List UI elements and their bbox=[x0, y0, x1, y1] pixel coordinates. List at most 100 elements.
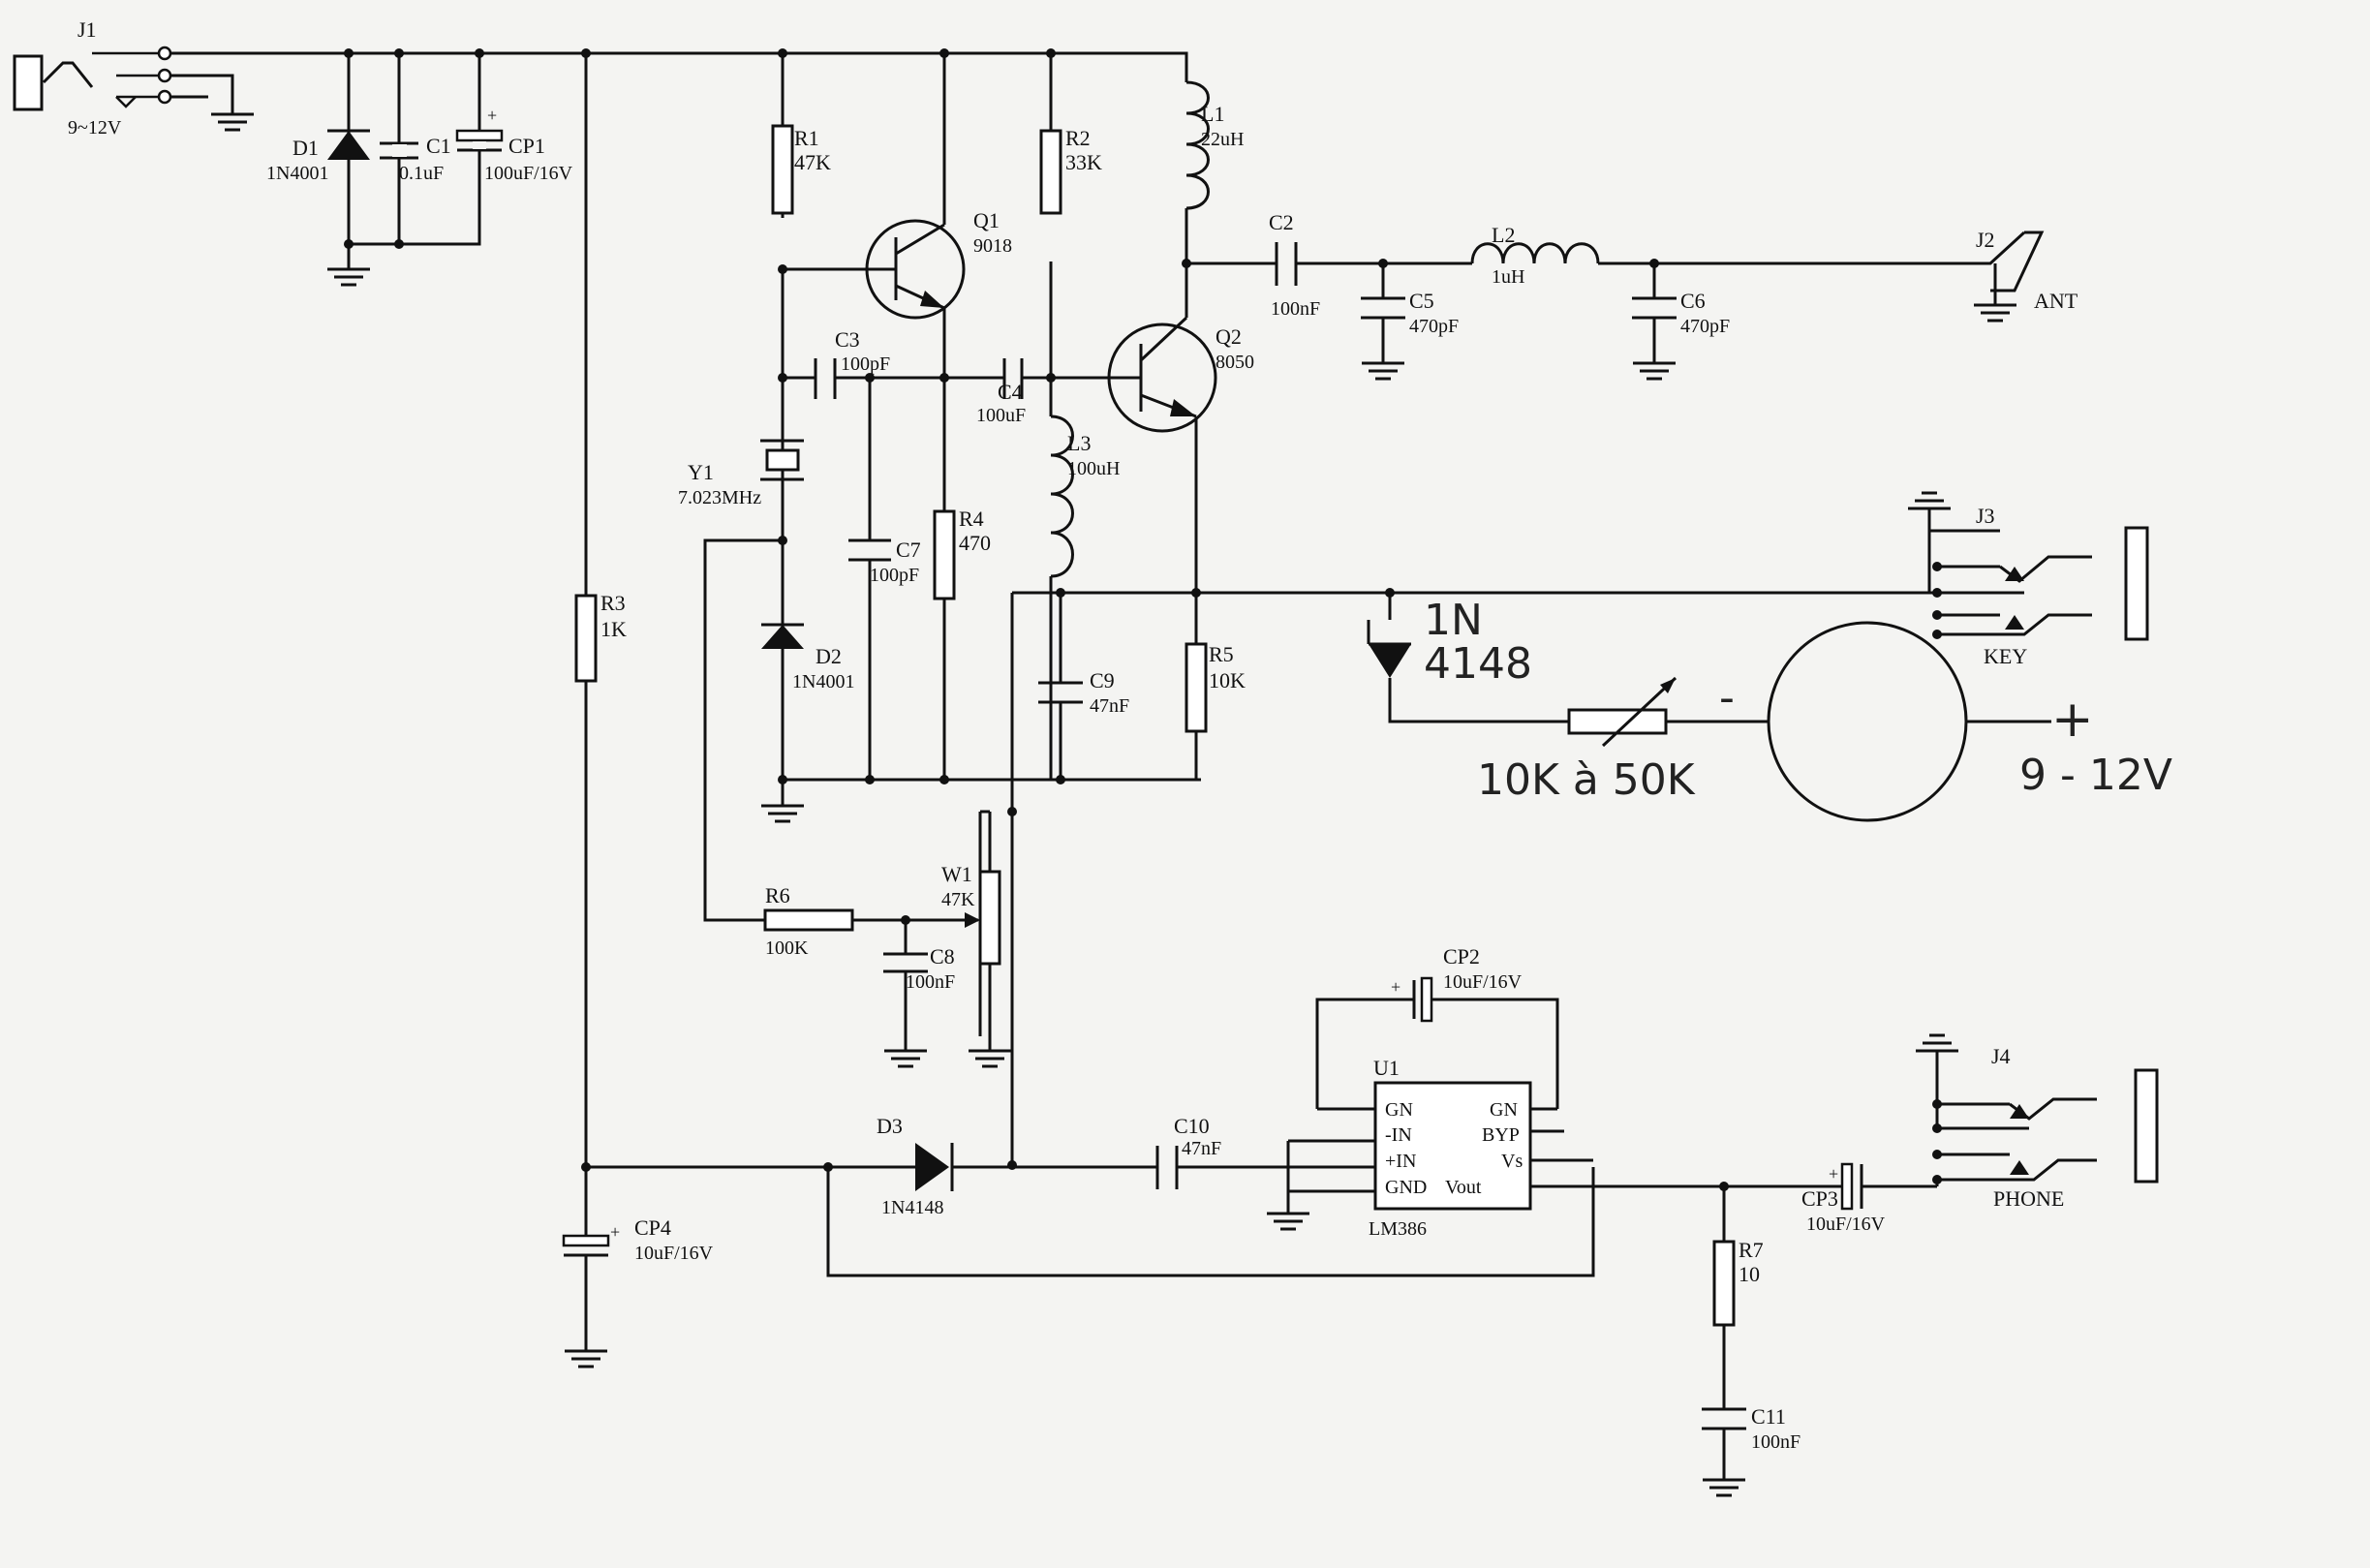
c4-value: 100uF bbox=[976, 405, 1026, 426]
d3-value: 1N4148 bbox=[881, 1197, 943, 1218]
cp4-plus: + bbox=[610, 1222, 620, 1242]
j4-ref: J4 bbox=[1991, 1044, 2011, 1068]
cp2-plus: + bbox=[1391, 977, 1400, 997]
l2-ref: L2 bbox=[1492, 223, 1515, 247]
r3-ref: R3 bbox=[600, 591, 626, 615]
c4-capacitor: C4 100uF bbox=[976, 358, 1026, 426]
q1-ref: Q1 bbox=[973, 208, 1000, 232]
j4-value: PHONE bbox=[1993, 1186, 2064, 1211]
c11-ref: C11 bbox=[1751, 1404, 1786, 1429]
r3-resistor: R3 1K bbox=[574, 591, 627, 683]
d3-ref: D3 bbox=[877, 1114, 903, 1138]
w1-ref: W1 bbox=[941, 862, 972, 886]
c8-value: 100nF bbox=[906, 971, 955, 993]
cp3-ref: CP3 bbox=[1801, 1186, 1838, 1211]
u1-pin-gnd: GND bbox=[1385, 1177, 1427, 1198]
w1-potentiometer: W1 47K bbox=[941, 862, 1001, 966]
hand-diode-label-1: 1N bbox=[1424, 596, 1483, 645]
r1-resistor: R1 47K bbox=[771, 124, 831, 215]
cp1-plus: + bbox=[487, 106, 497, 125]
y1-value: 7.023MHz bbox=[678, 487, 761, 508]
u1-pin-vout: Vout bbox=[1445, 1177, 1482, 1198]
ground-symbol-icon bbox=[884, 1049, 927, 1068]
u1-pin-in-minus: -IN bbox=[1385, 1124, 1412, 1146]
u1-ref: U1 bbox=[1373, 1056, 1400, 1080]
c8-ref: C8 bbox=[930, 944, 955, 968]
u1-pin-vs: Vs bbox=[1501, 1151, 1523, 1172]
cp3-value: 10uF/16V bbox=[1806, 1214, 1886, 1235]
c9-value: 47nF bbox=[1090, 695, 1129, 717]
hand-minus: - bbox=[1719, 673, 1735, 723]
q1-transistor: Q1 9018 bbox=[865, 208, 1012, 320]
cp3-plus: + bbox=[1829, 1164, 1838, 1184]
u1-pin-in-plus: +IN bbox=[1385, 1151, 1416, 1172]
r3-value: 1K bbox=[600, 617, 627, 641]
c3-value: 100pF bbox=[841, 354, 890, 375]
c2-value: 100nF bbox=[1271, 298, 1320, 320]
r4-value: 470 bbox=[959, 531, 991, 555]
r1-value: 47K bbox=[794, 150, 831, 174]
r7-resistor: R7 10 bbox=[1712, 1238, 1764, 1327]
y1-crystal: Y1 7.023MHz bbox=[678, 378, 804, 540]
w1-value: 47K bbox=[941, 889, 975, 910]
d2-ref: D2 bbox=[816, 644, 842, 668]
l2-value: 1uH bbox=[1492, 266, 1524, 288]
j1-power-jack: J1 9~12V bbox=[13, 17, 172, 138]
r7-value: 10 bbox=[1739, 1262, 1760, 1286]
c7-ref: C7 bbox=[896, 538, 921, 562]
r5-ref: R5 bbox=[1209, 642, 1234, 666]
ground-symbol-icon bbox=[1267, 1212, 1309, 1231]
r4-ref: R4 bbox=[959, 507, 984, 531]
d1-value: 1N4001 bbox=[266, 163, 328, 184]
cp1-capacitor: + CP1 100uF/16V bbox=[455, 106, 573, 184]
u1-pin-gn-right: GN bbox=[1490, 1099, 1518, 1121]
c2-ref: C2 bbox=[1269, 210, 1294, 234]
l1-value: 22uH bbox=[1201, 129, 1244, 150]
r2-value: 33K bbox=[1065, 150, 1102, 174]
j3-ref: J3 bbox=[1976, 504, 1995, 528]
r4-resistor: R4 470 bbox=[933, 507, 991, 600]
c3-ref: C3 bbox=[835, 327, 860, 352]
handwritten-key-circuit: 1N 4148 10K à 50K - + 9 - 12V bbox=[1367, 596, 2172, 822]
c6-ref: C6 bbox=[1680, 289, 1706, 313]
c1-ref: C1 bbox=[426, 134, 451, 158]
c10-value: 47nF bbox=[1182, 1138, 1221, 1159]
ground-symbol-icon bbox=[1362, 361, 1404, 381]
j1-value: 9~12V bbox=[68, 117, 122, 138]
r6-ref: R6 bbox=[765, 883, 790, 907]
j3-key-jack: J3 KEY bbox=[1976, 504, 2149, 668]
c1-value: 0.1uF bbox=[399, 163, 444, 184]
l3-inductor: L3 100uH bbox=[1050, 415, 1120, 578]
hand-supply: 9 - 12V bbox=[2019, 751, 2172, 800]
ground-symbol-icon bbox=[969, 1049, 1011, 1068]
d2-value: 1N4001 bbox=[792, 671, 854, 692]
r5-value: 10K bbox=[1209, 668, 1246, 692]
c8-capacitor: C8 100nF bbox=[883, 944, 955, 993]
d1-diode: D1 1N4001 bbox=[266, 129, 370, 184]
j2-antenna-jack: J2 ANT bbox=[1976, 228, 2078, 313]
d3-diode: D3 1N4148 bbox=[877, 1114, 973, 1218]
c11-capacitor: C11 100nF bbox=[1702, 1404, 1801, 1453]
c3-capacitor: C3 100pF bbox=[814, 327, 890, 399]
c4-ref: C4 bbox=[998, 380, 1023, 404]
cp2-ref: CP2 bbox=[1443, 944, 1480, 968]
j1-ref: J1 bbox=[77, 17, 97, 42]
hand-plus: + bbox=[2051, 691, 2094, 749]
q1-value: 9018 bbox=[973, 235, 1012, 257]
ground-symbol-icon bbox=[1703, 1478, 1745, 1497]
l1-inductor: L1 22uH bbox=[1185, 80, 1244, 210]
wires bbox=[165, 51, 2051, 1480]
c1-capacitor: C1 0.1uF bbox=[380, 134, 451, 184]
u1-lm386: U1 GN GN -IN BYP +IN Vs GND Vout LM386 bbox=[1369, 1056, 1532, 1240]
hand-diode-label-2: 4148 bbox=[1424, 639, 1532, 689]
ground-symbol-icon bbox=[565, 1349, 607, 1368]
j2-ref: J2 bbox=[1976, 228, 1995, 252]
cp2-value: 10uF/16V bbox=[1443, 971, 1523, 993]
c9-ref: C9 bbox=[1090, 668, 1115, 692]
cp1-value: 100uF/16V bbox=[484, 163, 573, 184]
d1-ref: D1 bbox=[292, 136, 319, 160]
j3-value: KEY bbox=[1984, 644, 2027, 668]
q2-ref: Q2 bbox=[1216, 324, 1242, 349]
c6-value: 470pF bbox=[1680, 316, 1730, 337]
